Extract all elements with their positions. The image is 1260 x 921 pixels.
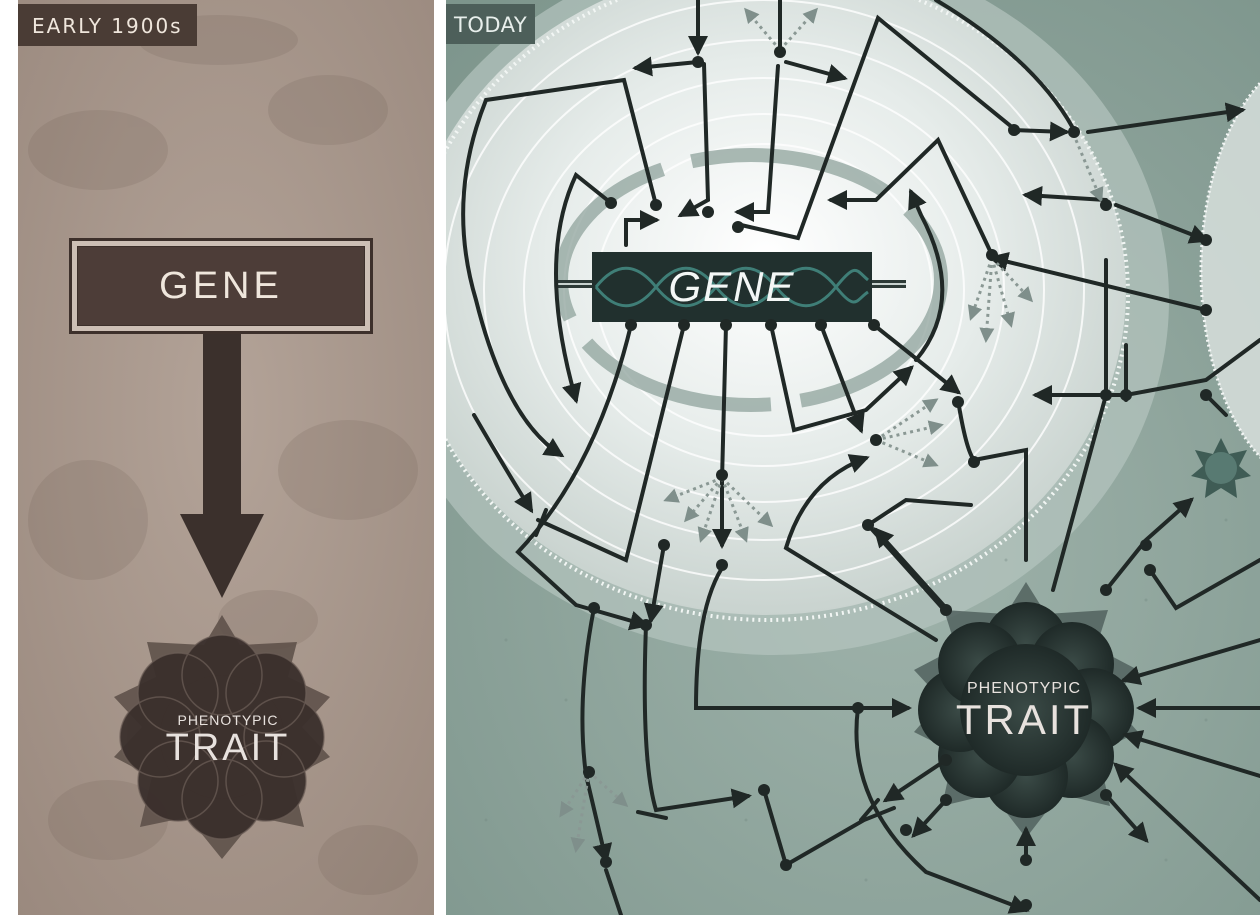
left-panel-art <box>18 0 434 915</box>
trait-big-label-right: TRAIT <box>904 698 1144 742</box>
trait-big-label-left: TRAIT <box>128 728 328 768</box>
era-tag-early-1900s: EARLY 1900s <box>18 4 197 46</box>
trait-label-left: PHENOTYPIC TRAIT <box>128 712 328 768</box>
trait-label-right: PHENOTYPIC TRAIT <box>904 680 1144 742</box>
early-1900s-panel: EARLY 1900s GENE PHENOTYPIC TRAIT <box>18 0 434 915</box>
today-panel: TODAY GENE PHENOTYPIC TRAIT <box>446 0 1260 915</box>
era-tag-today: TODAY <box>446 4 535 44</box>
right-panel-art <box>446 0 1260 915</box>
gene-label-right: GENE <box>592 252 872 322</box>
gene-box-left: GENE <box>69 238 373 334</box>
trait-small-label-left: PHENOTYPIC <box>128 712 328 728</box>
gene-label-left: GENE <box>159 265 283 308</box>
